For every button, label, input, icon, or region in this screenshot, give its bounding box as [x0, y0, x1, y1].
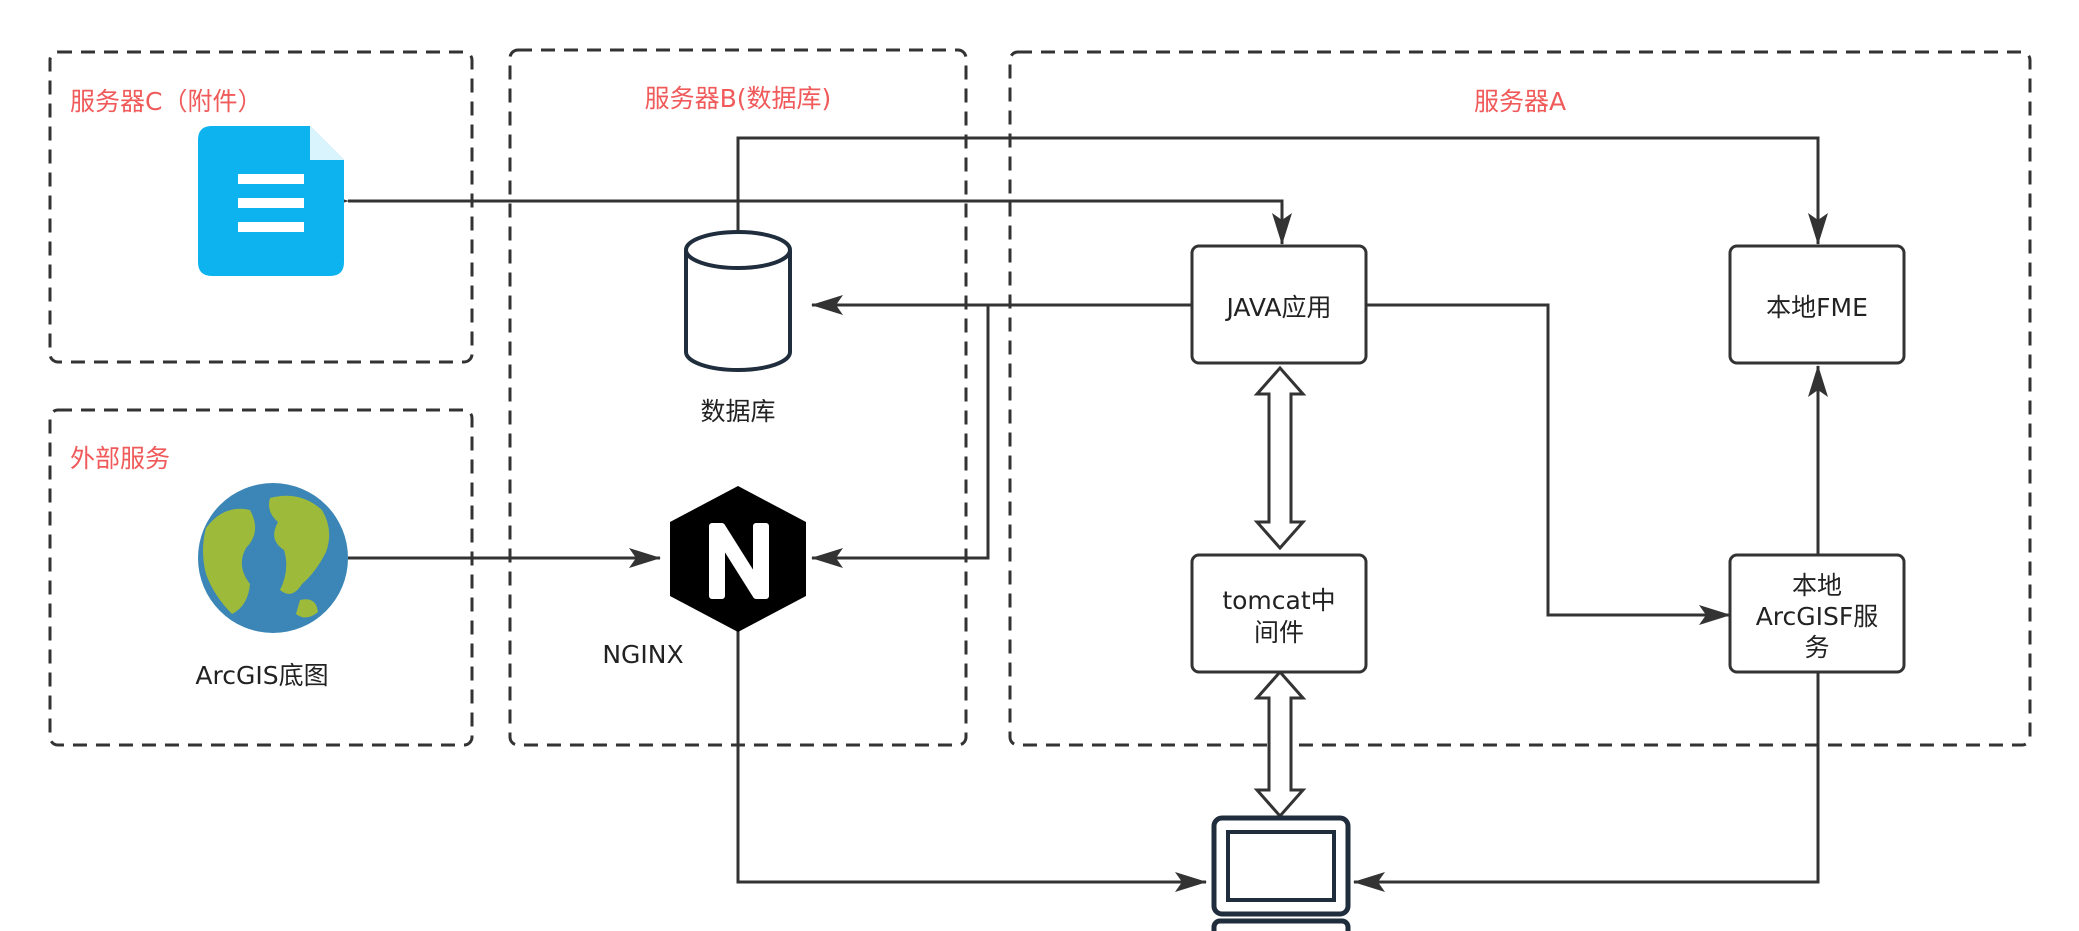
zone-external — [48, 408, 474, 747]
zone-server-a — [1008, 50, 2032, 747]
nginx-logo-icon — [670, 486, 806, 632]
local-fme-box[interactable] — [1728, 244, 1906, 365]
globe-icon — [198, 483, 348, 633]
database-label: 数据库 — [700, 397, 775, 426]
database-icon — [684, 230, 792, 372]
arcgis-server-label-line2: ArcGISF服 — [1756, 602, 1879, 631]
arcgis-server-label-line1: 本地 — [1792, 571, 1842, 600]
zone-server-a-label: 服务器A — [1474, 87, 1566, 116]
connectors — [317, 136, 1828, 892]
tomcat-label-line2: 间件 — [1254, 618, 1304, 647]
arcgis-server-box[interactable] — [1728, 553, 1906, 674]
edge-nginx-client — [736, 630, 1207, 892]
tomcat-label-line1: tomcat中 — [1222, 586, 1335, 615]
tomcat-box[interactable] — [1190, 553, 1368, 674]
zone-server-b-label: 服务器B(数据库) — [645, 84, 832, 113]
arcgis-server-label-line3: 务 — [1804, 633, 1829, 662]
edge-attachment-java — [317, 191, 1292, 245]
nginx-label: NGINX — [602, 640, 683, 669]
computer-icon — [1211, 815, 1351, 931]
zone-server-c-label: 服务器C（附件） — [70, 87, 262, 116]
zone-external-label: 外部服务 — [70, 444, 170, 473]
document-icon — [198, 126, 344, 276]
arcgis-basemap-label: ArcGIS底图 — [195, 661, 328, 690]
edge-java-arcgis-server — [1366, 303, 1731, 625]
edge-arcgis-client — [1353, 672, 1820, 892]
edge-db-fme — [728, 136, 1828, 261]
double-arrow-java-tomcat — [1253, 365, 1307, 551]
local-fme-label: 本地FME — [1766, 293, 1868, 322]
edge-java-nginx — [811, 305, 990, 568]
java-app-label: JAVA应用 — [1224, 293, 1331, 322]
java-app-box[interactable] — [1190, 244, 1368, 365]
